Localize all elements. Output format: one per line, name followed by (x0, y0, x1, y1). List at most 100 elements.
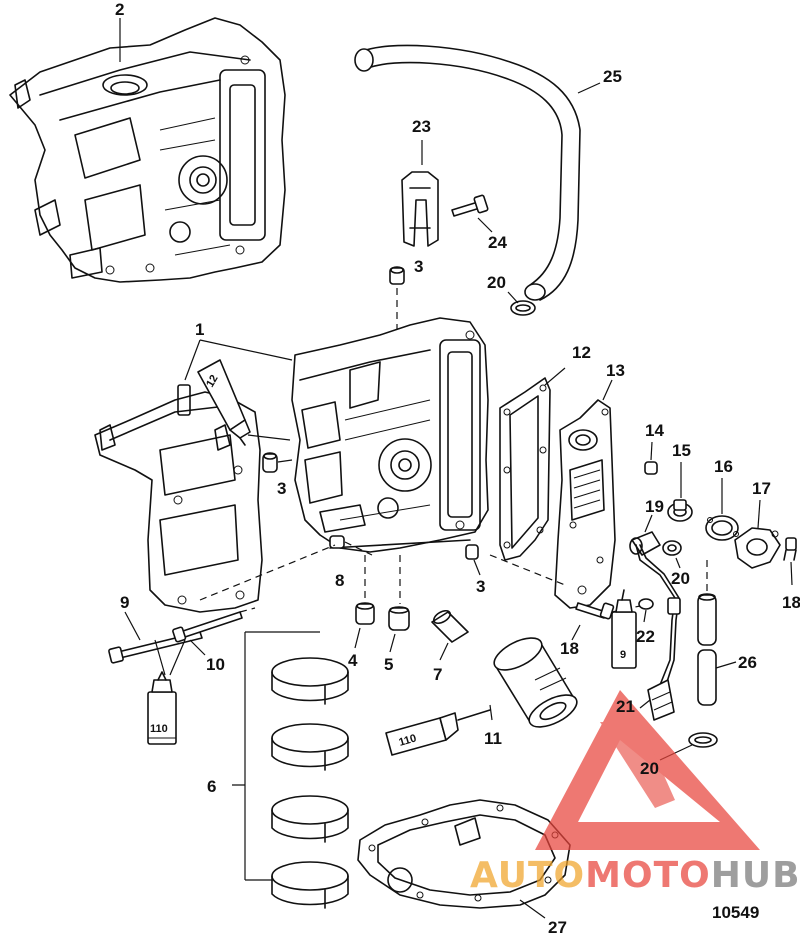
callout-26: 26 (738, 653, 757, 672)
oil-filter-part-11 (493, 637, 578, 728)
callout-9-bolt: 9 (120, 593, 129, 612)
leader-13 (602, 379, 613, 401)
leader-4 (354, 627, 361, 649)
grease-tube-110-filter (385, 709, 491, 756)
leader-26 (715, 661, 737, 669)
dash-8b (344, 541, 373, 556)
watermark-text: AUTOMOTOHUB (470, 855, 800, 896)
leader-25 (577, 82, 601, 94)
base-gasket-part-27 (357, 799, 571, 909)
callout-17: 17 (752, 479, 771, 498)
leader-19 (644, 514, 653, 533)
sensor-housing-part-17 (734, 527, 781, 569)
bolt-part-10 (172, 611, 243, 643)
callout-1: 1 (195, 320, 204, 339)
o-ring-part-22 (638, 598, 654, 610)
bearing-4 (271, 861, 349, 909)
dash-8 (199, 544, 336, 601)
crankcase-part-1 (291, 317, 489, 553)
screw-part-24 (451, 194, 489, 217)
callout-14: 14 (645, 421, 664, 440)
hose-part-26 (697, 593, 717, 706)
sealant-tube-label-9: 9 (620, 649, 626, 661)
nut-part-14 (644, 461, 658, 475)
leader-18-right (790, 561, 793, 586)
cylinder-block-part-2 (9, 17, 286, 283)
crankcase-cover (94, 384, 263, 613)
watermark-text-hub: HUB (711, 855, 800, 896)
leader-10 (189, 639, 206, 656)
callout-22: 22 (636, 627, 655, 646)
callout-27: 27 (548, 918, 567, 936)
callout-12-gasket: 12 (572, 343, 591, 362)
leader-12-gasket (544, 367, 566, 386)
clamp-part-20-top (510, 300, 536, 316)
bushing-part-4 (355, 602, 375, 625)
fitting-part-15 (667, 499, 693, 522)
cover-plate-part-13 (554, 399, 616, 609)
callout-3-left: 3 (277, 479, 286, 498)
watermark-text-auto: AUTO (470, 855, 585, 896)
callout-20-top: 20 (487, 273, 506, 292)
callout-23: 23 (412, 117, 431, 136)
callout-2: 2 (115, 0, 124, 19)
dash-10 (239, 607, 256, 613)
callout-25: 25 (603, 67, 622, 86)
callout-10: 10 (206, 655, 225, 674)
bearing-3 (271, 795, 349, 843)
watermark-triangle-icon (535, 690, 760, 850)
leader-22 (643, 609, 647, 623)
sensor-part-21 (635, 544, 681, 721)
leader-11 (489, 704, 493, 721)
callout-3-right: 3 (476, 577, 485, 596)
bearing-1 (271, 657, 349, 705)
screw-part-18-lower (575, 602, 615, 620)
dowel-part-8 (329, 535, 345, 549)
gasket-ring-part-16 (705, 515, 739, 541)
leader-27 (519, 899, 546, 919)
leader-5 (389, 633, 396, 653)
watermark-inner-mark-icon (600, 722, 675, 808)
watermark-text-moto: MOTO (585, 855, 711, 896)
grease-tube-110-left (147, 671, 177, 745)
callout-11: 11 (484, 729, 502, 748)
leader-9-110 (154, 639, 186, 676)
leader-3-left-line (277, 459, 293, 463)
leader-20-top (507, 291, 519, 304)
bearing-group-part-6 (232, 631, 349, 909)
callout-24: 24 (488, 233, 507, 252)
elbow-part-19 (629, 531, 661, 556)
callout-3-top: 3 (414, 257, 423, 276)
leader-17 (757, 499, 761, 529)
callout-7: 7 (433, 665, 442, 684)
hose-part-25 (354, 44, 581, 301)
callout-4: 4 (348, 651, 358, 670)
callout-6: 6 (207, 777, 216, 796)
leader-1a (199, 339, 293, 361)
bearing-2 (271, 723, 349, 771)
leader-7 (439, 642, 449, 661)
grease-tube-label-110-filter: 110 (398, 732, 418, 748)
plug-part-3-right (465, 544, 479, 560)
callout-18-right: 18 (782, 593, 800, 612)
callout-15: 15 (672, 441, 691, 460)
figure-number: 10549 (712, 903, 759, 922)
bracket-part-23 (401, 171, 439, 247)
callout-20-mid: 20 (671, 569, 690, 588)
callout-8: 8 (335, 571, 344, 590)
bushing-part-7 (431, 609, 469, 643)
sealant-tube-part-9-right (611, 589, 637, 669)
callout-18-lower: 18 (560, 639, 579, 658)
leader-9-bolt (124, 611, 141, 641)
leader-14 (650, 441, 653, 461)
screw-part-18-right (783, 537, 797, 561)
sealant-tube-part-12 (197, 359, 251, 446)
clamp-part-20-mid (662, 540, 682, 556)
leader-18-lower (571, 624, 581, 641)
callout-16: 16 (714, 457, 733, 476)
leader-20-mid (675, 557, 681, 569)
leader-1b (184, 339, 201, 381)
watermark-logo: AUTOMOTOHUB (470, 690, 800, 896)
sealant-tube-label-12: 12 (204, 373, 221, 390)
leader-21 (639, 699, 651, 709)
